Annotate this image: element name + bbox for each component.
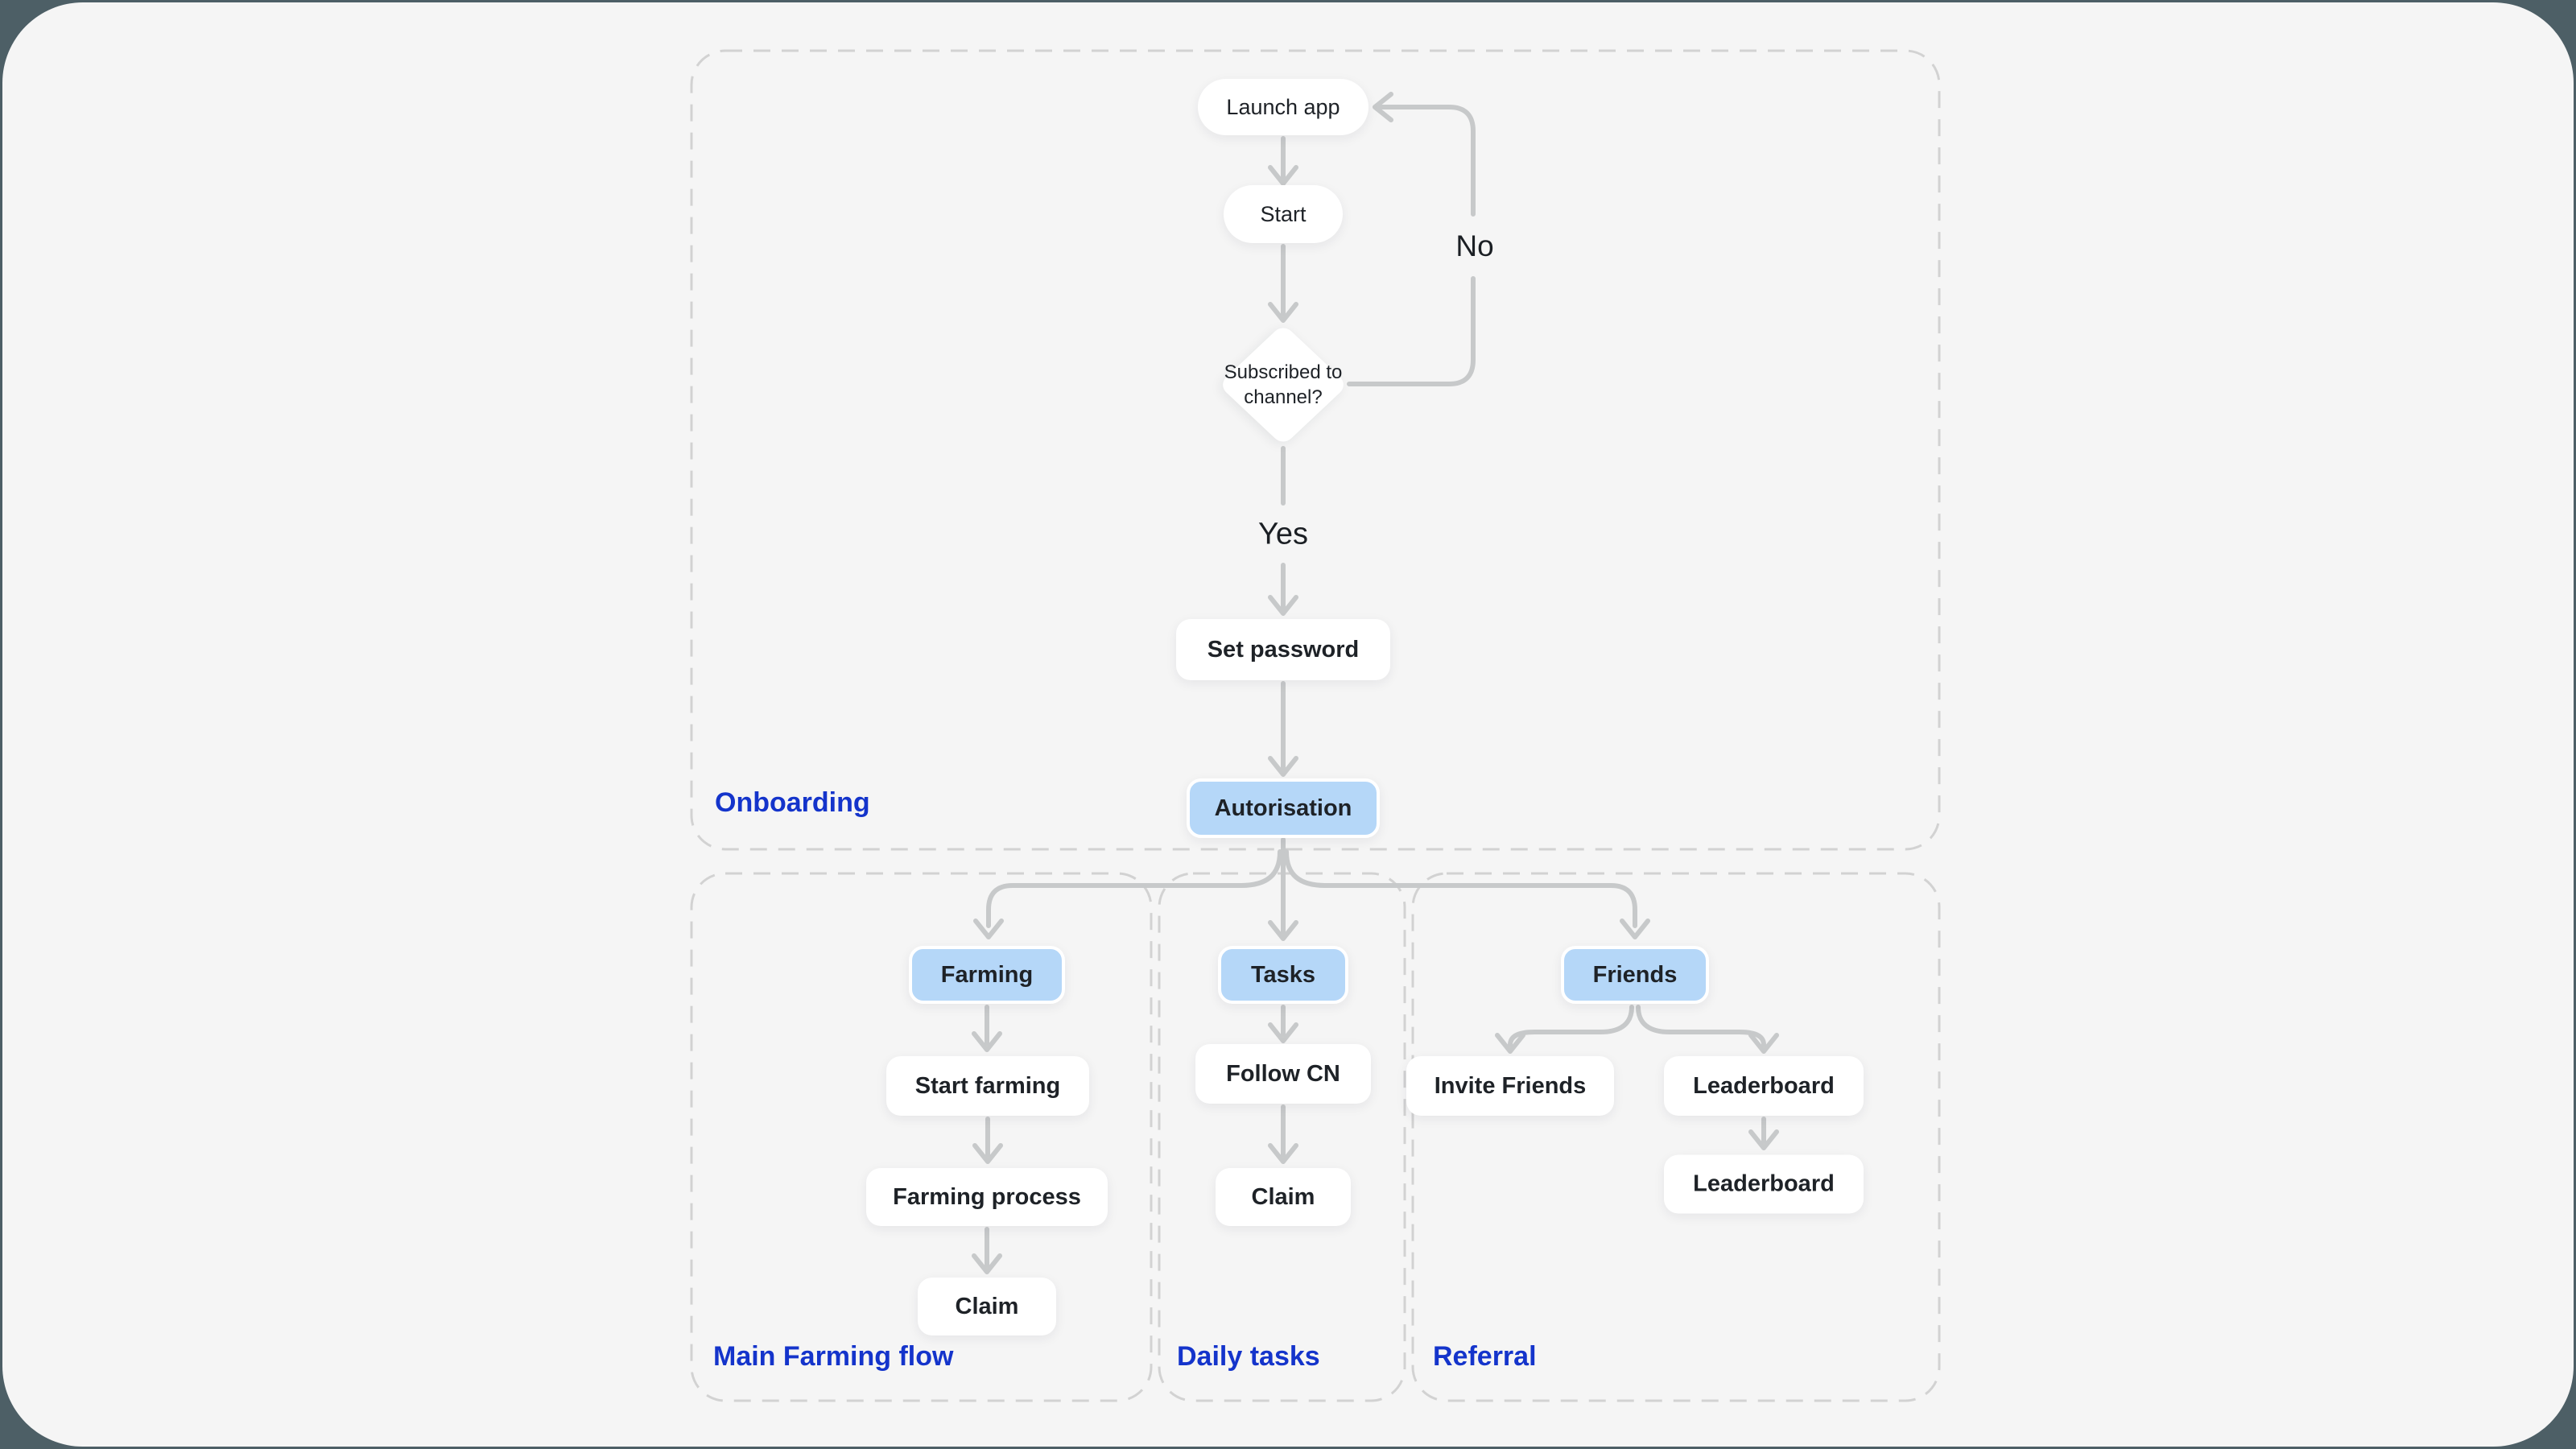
arrowhead-no-launch	[1373, 92, 1393, 122]
edge-autorisation-friends	[1284, 849, 1637, 928]
arrowhead-autorisation-farming	[973, 919, 1004, 939]
node-start[interactable]: Start	[1224, 185, 1343, 243]
arrowhead-farming-startfarming	[972, 1031, 1002, 1052]
onboarding-zone-border	[690, 49, 1941, 851]
node-farming-process[interactable]: Farming process	[866, 1168, 1108, 1226]
node-start-farming[interactable]: Start farming	[886, 1056, 1089, 1116]
node-invite-friends[interactable]: Invite Friends	[1406, 1056, 1614, 1116]
node-farming[interactable]: Farming	[909, 946, 1065, 1004]
arrowhead-yes-setpassword	[1268, 595, 1298, 616]
arrowhead-leaderboard-leaderboard	[1748, 1129, 1779, 1150]
node-tasks[interactable]: Tasks	[1218, 946, 1348, 1004]
arrowhead-launch-start	[1268, 165, 1298, 186]
node-leaderboard-top[interactable]: Leaderboard	[1664, 1056, 1864, 1116]
arrowhead-start-subscribed	[1268, 302, 1298, 323]
node-leaderboard-bottom[interactable]: Leaderboard	[1664, 1154, 1864, 1214]
node-friends[interactable]: Friends	[1561, 946, 1709, 1004]
decision-diamond-text: Subscribed to channel?	[1224, 361, 1343, 408]
arrowhead-friends-leaderboard	[1748, 1033, 1779, 1054]
edge-no-loop-lower	[1347, 276, 1476, 386]
arrowhead-startfarming-process	[972, 1143, 1003, 1164]
referral-zone-border	[1411, 872, 1941, 1402]
edge-label-no: No	[1455, 229, 1494, 262]
node-subscribed-to-channel-decision[interactable]: Subscribed to channel?	[1218, 323, 1348, 447]
node-set-password[interactable]: Set password	[1176, 619, 1390, 680]
edge-autorisation-farming	[986, 849, 1282, 928]
section-label-main-farming-flow: Main Farming flow	[713, 1341, 954, 1372]
node-launch-app[interactable]: Launch app	[1198, 79, 1368, 135]
arrowhead-autorisation-tasks	[1268, 920, 1298, 941]
arrowhead-friends-invite	[1495, 1033, 1525, 1054]
node-follow-cn[interactable]: Follow CN	[1195, 1044, 1371, 1104]
node-claim-farming[interactable]: Claim	[918, 1278, 1056, 1335]
node-claim-daily[interactable]: Claim	[1216, 1168, 1351, 1226]
section-label-onboarding: Onboarding	[715, 787, 870, 818]
node-autorisation[interactable]: Autorisation	[1187, 778, 1380, 838]
section-label-daily-tasks: Daily tasks	[1177, 1341, 1320, 1372]
arrowhead-autorisation-friends	[1620, 919, 1650, 939]
edge-friends-invite	[1508, 1005, 1634, 1047]
edge-friends-leaderboard	[1636, 1005, 1766, 1047]
arrowhead-setpassword-autorisation	[1268, 756, 1298, 777]
edge-label-yes: Yes	[1258, 517, 1308, 551]
arrowhead-process-claim	[972, 1253, 1002, 1274]
edge-no-loop-upper	[1377, 105, 1476, 217]
arrowhead-followcn-claim	[1268, 1143, 1298, 1164]
section-label-referral: Referral	[1433, 1341, 1537, 1372]
arrowhead-tasks-followcn	[1268, 1022, 1298, 1043]
